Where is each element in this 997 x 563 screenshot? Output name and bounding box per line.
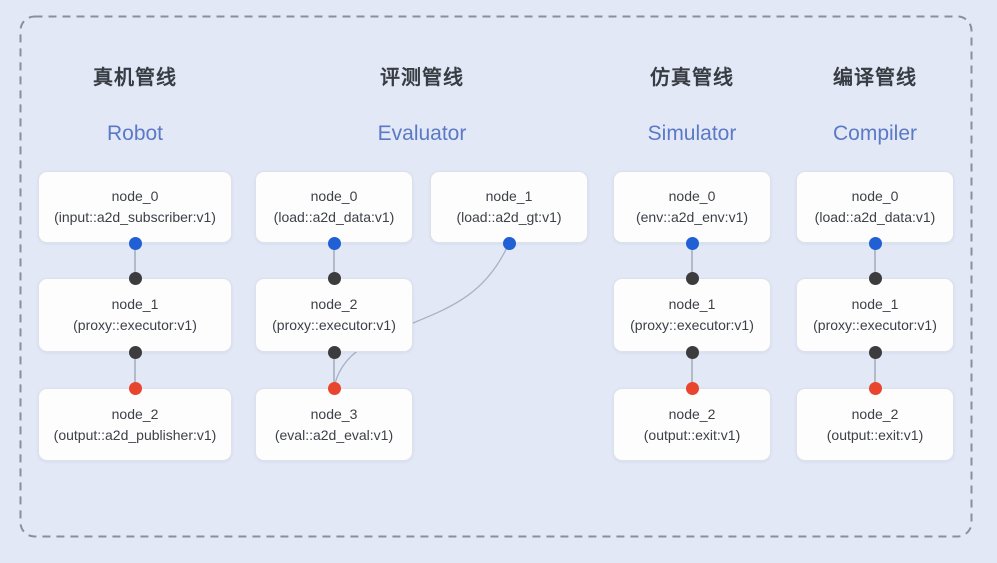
node-type: (proxy::executor:v1) bbox=[272, 317, 396, 333]
node-type: (output::exit:v1) bbox=[826, 426, 924, 443]
node-card-simulator-1: node_1 (proxy::executor:v1) bbox=[613, 278, 771, 352]
node-card-compiler-0: node_0 (load::a2d_data:v1) bbox=[796, 171, 954, 243]
output-port-dot-blue bbox=[685, 236, 699, 250]
input-port-dot-dark bbox=[685, 271, 699, 285]
output-port-dot-blue bbox=[868, 236, 882, 250]
output-port-dot-blue bbox=[128, 236, 142, 250]
node-card-evaluator-0: node_0 (load::a2d_data:v1) bbox=[255, 171, 413, 243]
output-port-dot-dark bbox=[327, 345, 341, 359]
input-port-dot-red bbox=[868, 381, 882, 395]
node-card-evaluator-3: node_3 (eval::a2d_eval:v1) bbox=[255, 388, 413, 461]
gt-curve-connector bbox=[333, 242, 510, 389]
node-type: (proxy::executor:v1) bbox=[630, 317, 754, 333]
node-card-simulator-0: node_0 (env::a2d_env:v1) bbox=[613, 171, 771, 243]
node-name: node_1 bbox=[851, 296, 899, 312]
node-name: node_2 bbox=[310, 296, 358, 312]
output-port-dot-dark bbox=[685, 345, 699, 359]
node-name: node_0 bbox=[310, 188, 358, 204]
node-type: (output::exit:v1) bbox=[643, 426, 741, 443]
node-type: (load::a2d_data:v1) bbox=[273, 209, 395, 225]
dashed-border bbox=[19, 15, 973, 538]
input-port-dot-red bbox=[685, 381, 699, 395]
node-card-evaluator-1: node_1 (load::a2d_gt:v1) bbox=[430, 171, 588, 243]
node-name: node_0 bbox=[111, 188, 159, 204]
node-type: (output::a2d_publisher:v1) bbox=[53, 426, 217, 443]
node-type: (eval::a2d_eval:v1) bbox=[274, 426, 394, 443]
node-name: node_1 bbox=[485, 188, 533, 204]
node-name: node_2 bbox=[851, 405, 899, 422]
node-name: node_3 bbox=[310, 405, 358, 422]
input-port-dot-dark bbox=[128, 271, 142, 285]
pipeline-title-zh-simulator: 仿真管线 bbox=[650, 67, 734, 89]
node-card-simulator-2: node_2 (output::exit:v1) bbox=[613, 388, 771, 461]
node-type: (proxy::executor:v1) bbox=[73, 317, 197, 333]
pipeline-title-en-simulator: Simulator bbox=[647, 122, 737, 145]
pipeline-title-en-evaluator: Evaluator bbox=[377, 122, 467, 145]
node-name: node_2 bbox=[111, 405, 159, 422]
input-port-dot-dark bbox=[327, 271, 341, 285]
input-port-dot-red bbox=[128, 381, 142, 395]
node-name: node_2 bbox=[668, 405, 716, 422]
output-port-dot-dark bbox=[128, 345, 142, 359]
pipeline-title-zh-evaluator: 评测管线 bbox=[380, 67, 464, 89]
input-port-dot-red bbox=[327, 381, 341, 395]
node-card-robot-1: node_1 (proxy::executor:v1) bbox=[38, 278, 232, 352]
node-name: node_0 bbox=[851, 188, 899, 204]
node-type: (load::a2d_gt:v1) bbox=[456, 209, 562, 225]
node-card-evaluator-2: node_2 (proxy::executor:v1) bbox=[255, 278, 413, 352]
pipeline-title-en-robot: Robot bbox=[106, 122, 164, 145]
node-card-robot-0: node_0 (input::a2d_subscriber:v1) bbox=[38, 171, 232, 243]
pipeline-title-zh-robot: 真机管线 bbox=[93, 67, 177, 89]
output-port-dot-dark bbox=[868, 345, 882, 359]
node-type: (load::a2d_data:v1) bbox=[814, 209, 936, 225]
output-port-dot-blue bbox=[327, 236, 341, 250]
input-port-dot-dark bbox=[868, 271, 882, 285]
node-name: node_1 bbox=[111, 296, 159, 312]
node-type: (input::a2d_subscriber:v1) bbox=[54, 209, 216, 225]
output-port-dot-blue bbox=[502, 236, 516, 250]
node-type: (proxy::executor:v1) bbox=[813, 317, 937, 333]
node-type: (env::a2d_env:v1) bbox=[635, 209, 749, 225]
node-name: node_0 bbox=[668, 188, 716, 204]
node-card-robot-2: node_2 (output::a2d_publisher:v1) bbox=[38, 388, 232, 461]
pipeline-title-en-compiler: Compiler bbox=[832, 122, 918, 145]
pipeline-title-zh-compiler: 编译管线 bbox=[833, 67, 917, 89]
node-card-compiler-1: node_1 (proxy::executor:v1) bbox=[796, 278, 954, 352]
node-name: node_1 bbox=[668, 296, 716, 312]
node-card-compiler-2: node_2 (output::exit:v1) bbox=[796, 388, 954, 461]
